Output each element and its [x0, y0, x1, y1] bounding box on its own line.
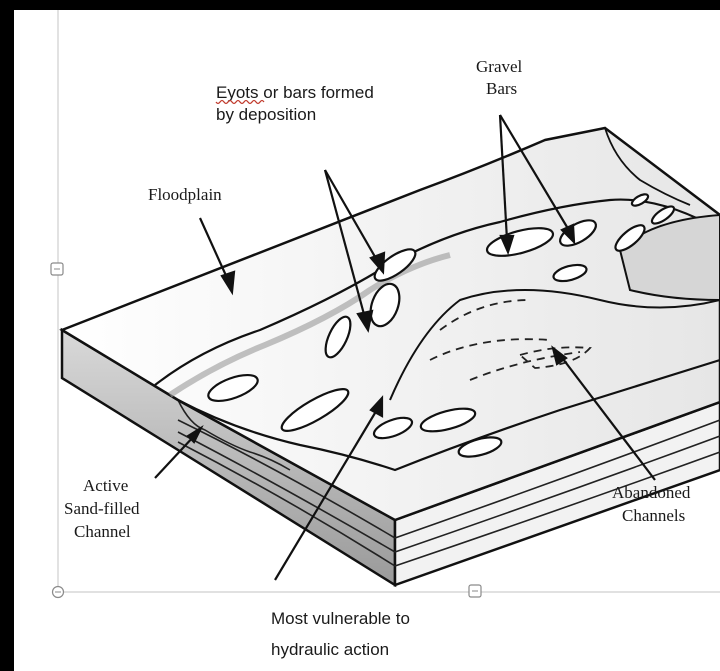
resize-handle-icon[interactable] — [469, 585, 481, 597]
svg-text:Gravel: Gravel — [476, 57, 523, 76]
label-floodplain: Floodplain — [148, 185, 222, 204]
svg-text:Active: Active — [83, 476, 128, 495]
svg-text:Channels: Channels — [622, 506, 685, 525]
label-gravel-bars: Gravel Bars — [476, 57, 523, 98]
svg-text:hydraulic action: hydraulic action — [271, 640, 389, 659]
resize-handle-icon[interactable] — [53, 587, 64, 598]
svg-text:Eyots or bars formed: Eyots or bars formed — [216, 83, 374, 102]
resize-handle-icon[interactable] — [51, 263, 63, 275]
label-vulnerable: Most vulnerable to hydraulic action — [271, 609, 410, 659]
label-eyots: Eyots or bars formed by deposition — [216, 83, 374, 124]
svg-text:Most vulnerable to: Most vulnerable to — [271, 609, 410, 628]
svg-text:Sand-filled: Sand-filled — [64, 499, 140, 518]
label-active-channel: Active Sand-filled Channel — [64, 476, 140, 541]
svg-text:Channel: Channel — [74, 522, 131, 541]
svg-text:by deposition: by deposition — [216, 105, 316, 124]
svg-text:Abandoned: Abandoned — [612, 483, 691, 502]
svg-text:Bars: Bars — [486, 79, 517, 98]
svg-text:Floodplain: Floodplain — [148, 185, 222, 204]
